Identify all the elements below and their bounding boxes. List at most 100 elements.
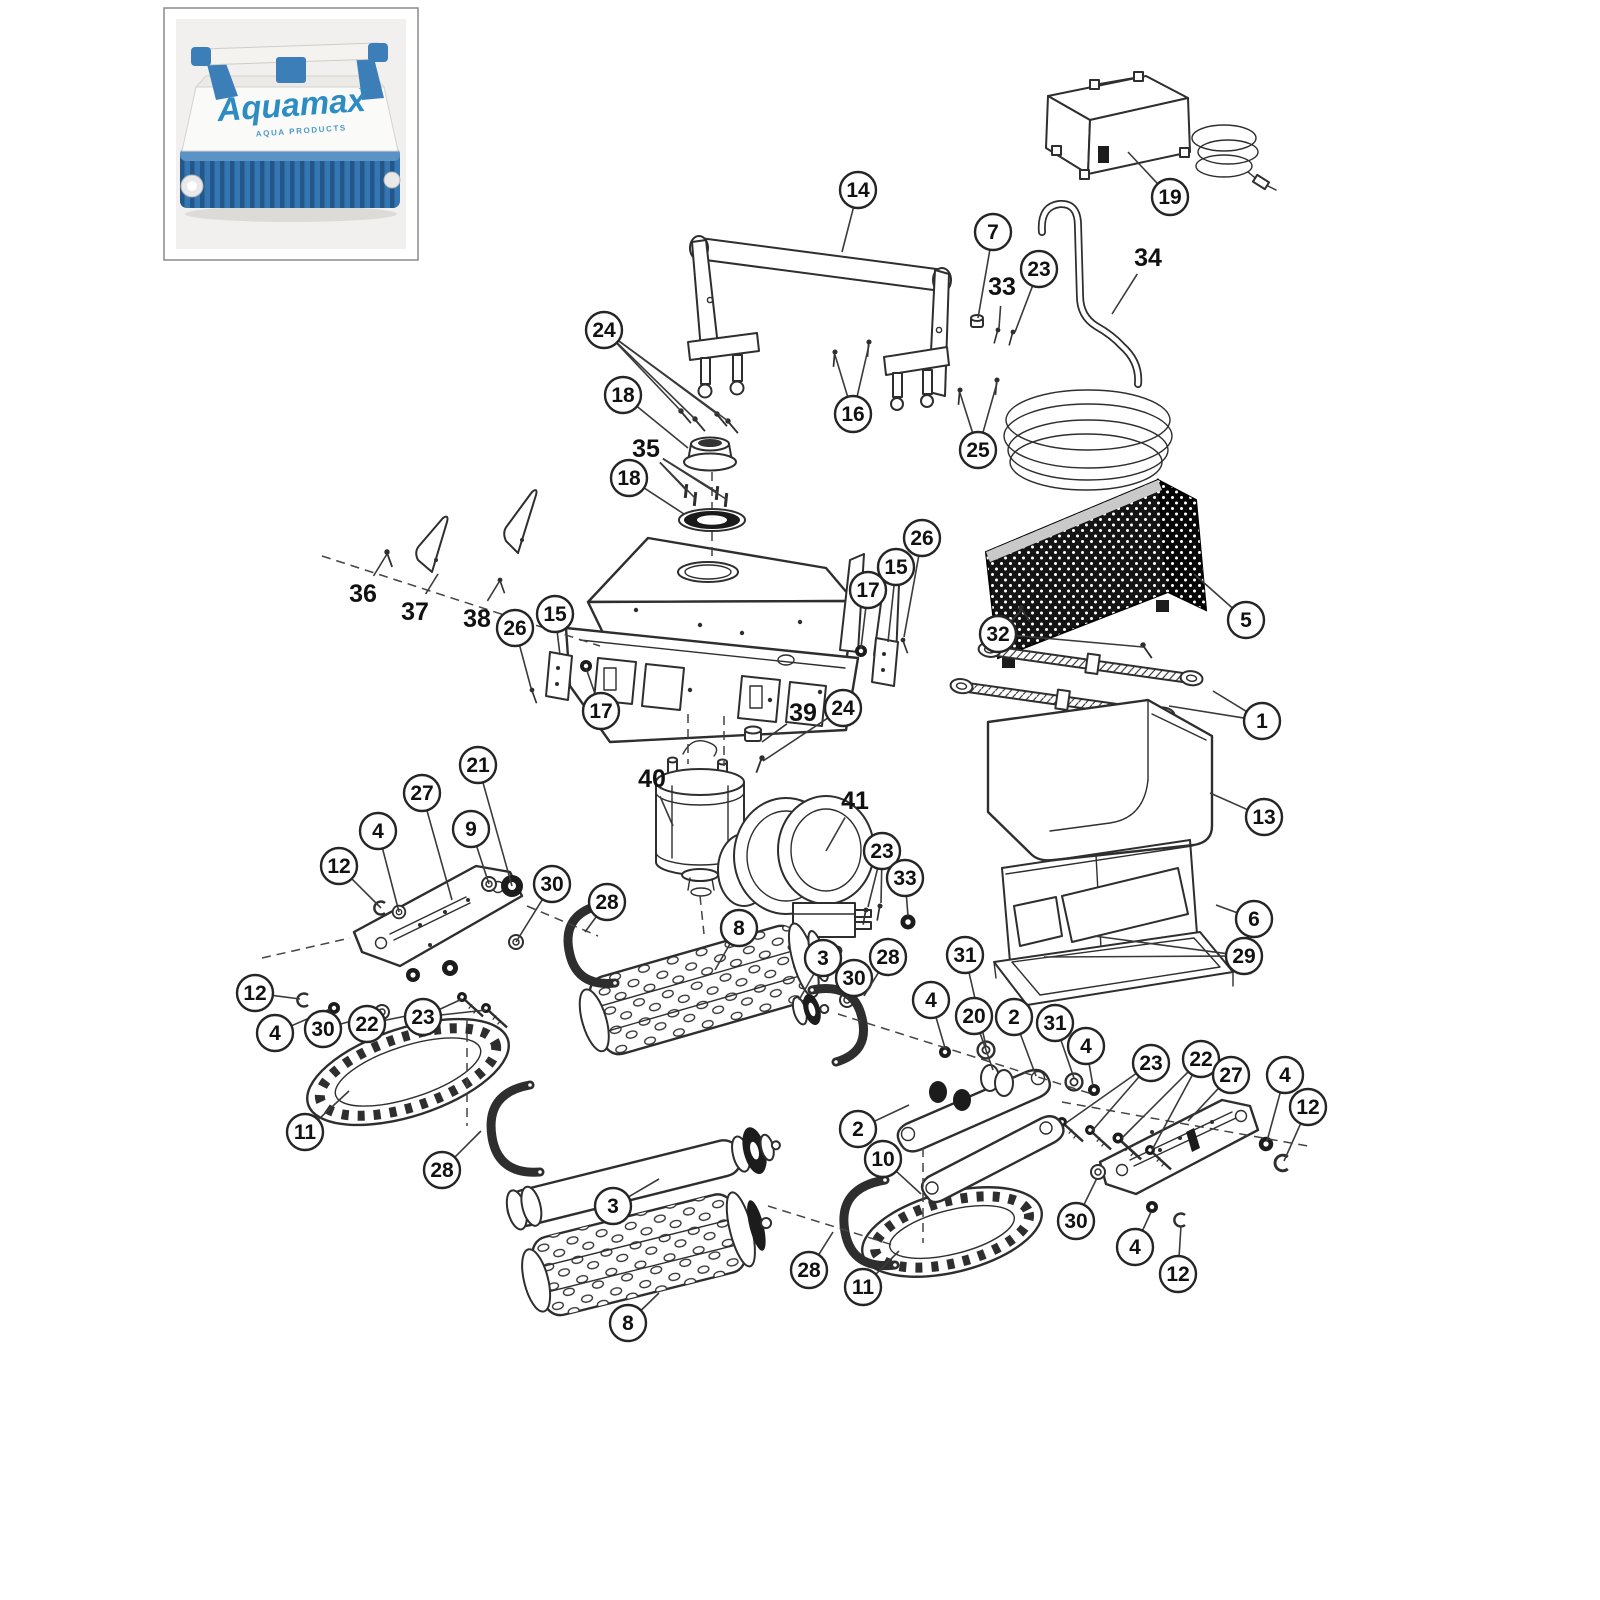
leader-line-11	[317, 1090, 350, 1121]
deflector-fin-left-38	[503, 489, 538, 554]
deflector-flaps	[1013, 867, 1189, 947]
callout-number-15: 15	[543, 603, 567, 626]
floating-cable	[1003, 199, 1173, 491]
leader-line-23	[1091, 1076, 1140, 1132]
callout-number-14: 14	[846, 179, 870, 202]
leader-line-26	[903, 555, 920, 638]
power-cord	[1191, 124, 1277, 191]
callout-balloon-26	[495, 608, 535, 648]
leader-line-24	[762, 717, 829, 762]
leader-line-35	[662, 458, 727, 500]
leader-line-3	[628, 1178, 660, 1198]
drive-track-left	[306, 1017, 510, 1127]
filter-screen	[984, 478, 1208, 668]
callout-number-41: 41	[841, 787, 869, 815]
handle-clamp-left	[687, 332, 760, 399]
leader-line-33	[905, 895, 909, 917]
intake-cap-and-gasket	[674, 406, 746, 532]
leader-line-30	[515, 898, 544, 943]
callout-balloon-17	[848, 570, 888, 610]
callout-balloon-30	[532, 864, 572, 904]
callout-balloon-19	[1150, 177, 1190, 217]
callout-number-27: 27	[410, 782, 433, 805]
roller-tube	[505, 1127, 781, 1231]
callout-number-25: 25	[966, 439, 990, 462]
callout-balloon-6	[1234, 899, 1274, 939]
leader-line-9	[475, 845, 490, 885]
top-fasteners	[826, 314, 1020, 406]
callout-number-6: 6	[1248, 908, 1260, 931]
callout-balloon-11	[285, 1112, 325, 1152]
leader-line-8	[640, 1292, 660, 1312]
leader-line-16	[856, 344, 870, 397]
callout-number-19: 19	[1158, 186, 1181, 209]
leader-line-32	[1010, 610, 1022, 622]
leader-line-6	[1215, 904, 1238, 914]
callout-number-28: 28	[430, 1159, 454, 1182]
leader-line-1	[1168, 705, 1245, 719]
callout-balloon-12	[319, 846, 359, 886]
callout-balloon-3	[593, 1186, 633, 1226]
callout-number-1: 1	[1256, 710, 1268, 733]
leader-line-28	[863, 971, 880, 997]
callout-number-36: 36	[349, 580, 377, 608]
callout-number-21: 21	[466, 754, 490, 777]
leader-line-7	[977, 249, 991, 319]
callout-number-30: 30	[842, 967, 865, 990]
callout-number-23: 23	[1139, 1052, 1162, 1075]
c-bracket-lower-left	[486, 1080, 545, 1177]
callout-balloon-29	[1224, 936, 1264, 976]
callout-number-26: 26	[503, 617, 526, 640]
callout-number-4: 4	[1080, 1035, 1092, 1058]
leader-line-23	[880, 868, 883, 904]
callout-number-15: 15	[884, 556, 908, 579]
callout-balloon-8	[608, 1303, 648, 1343]
inset-product-photo: Aquamax ™ AQUA PRODUCTS	[163, 7, 419, 261]
callout-number-13: 13	[1252, 806, 1275, 829]
leader-line-4	[1088, 1063, 1094, 1087]
callout-balloon-5	[1226, 600, 1266, 640]
leader-line-11	[875, 1250, 900, 1275]
callout-number-17: 17	[856, 579, 879, 602]
cleaner-base-brushes	[180, 148, 401, 208]
leader-line-5	[1193, 573, 1234, 609]
callout-number-2: 2	[1008, 1006, 1020, 1029]
callout-balloon-18	[609, 458, 649, 498]
callout-number-31: 31	[1043, 1012, 1067, 1035]
callout-number-9: 9	[465, 818, 477, 841]
callout-number-3: 3	[607, 1195, 619, 1218]
power-supply-unit	[1045, 71, 1277, 191]
callout-number-30: 30	[311, 1018, 334, 1041]
callout-number-12: 12	[327, 855, 350, 878]
leader-line-14	[841, 207, 855, 253]
callout-balloon-8	[719, 908, 759, 948]
leader-line-32	[1015, 634, 1144, 648]
callout-balloon-30	[834, 958, 874, 998]
housing-rivets	[633, 607, 823, 703]
callout-number-3: 3	[817, 947, 829, 970]
dashed-guides	[261, 472, 1309, 1247]
leader-line-2	[1019, 1033, 1037, 1077]
leader-line-21	[482, 782, 513, 887]
callout-balloon-30	[1056, 1201, 1096, 1241]
leader-line-12	[1178, 1225, 1182, 1257]
callout-number-34: 34	[1134, 244, 1162, 272]
callout-number-31: 31	[953, 944, 977, 967]
callout-number-8: 8	[622, 1312, 634, 1335]
callout-number-33: 33	[988, 273, 1016, 301]
leader-line-25	[959, 392, 974, 434]
callout-balloon-30	[303, 1009, 343, 1049]
callout-number-32: 32	[986, 623, 1009, 646]
callout-balloon-16	[833, 394, 873, 434]
leader-line-10	[895, 1170, 922, 1195]
callout-balloon-25	[958, 430, 998, 470]
callout-number-4: 4	[1129, 1236, 1141, 1259]
callout-balloon-11	[843, 1267, 883, 1307]
leader-line-17	[585, 667, 596, 695]
leader-line-20	[979, 1032, 994, 1071]
leader-line-3	[798, 973, 815, 1001]
leader-line-35	[659, 461, 696, 499]
callout-balloon-7	[973, 212, 1013, 252]
